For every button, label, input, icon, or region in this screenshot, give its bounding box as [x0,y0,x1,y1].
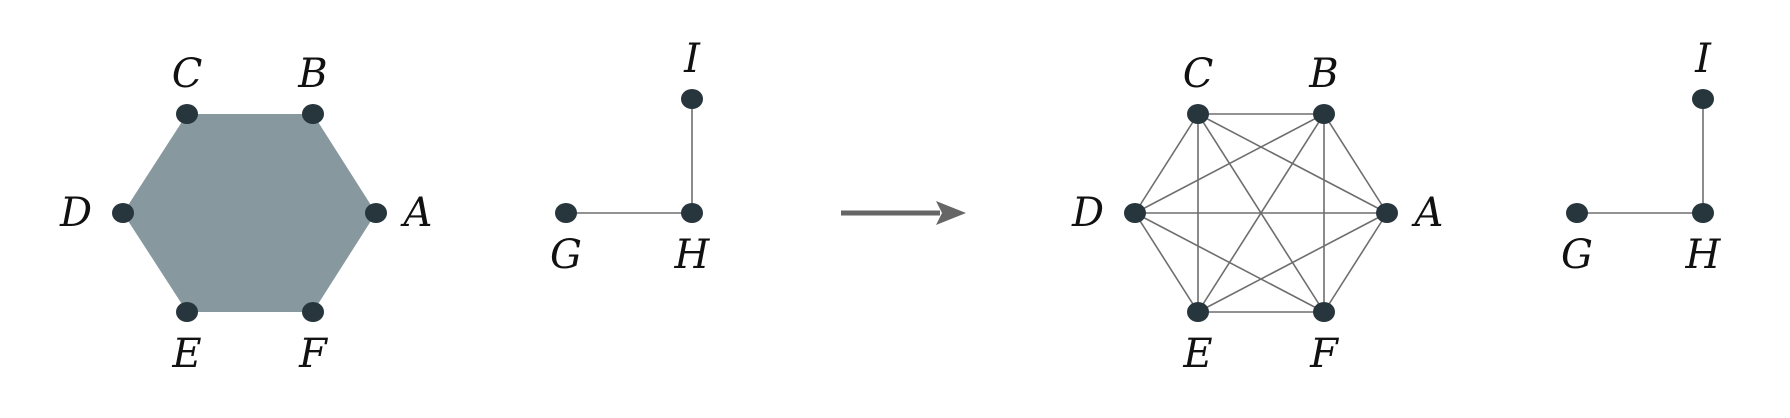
left-path-label-g: G [550,232,582,278]
right-path-vertex-h [1692,203,1714,223]
right-k6-label-f: F [1309,331,1339,377]
left-filled-hexagon-graph: A B C D E F [59,51,432,377]
right-k6-vertex-f [1313,302,1335,322]
left-hex-vertex-f [302,302,324,322]
right-path-vertex-g [1566,203,1588,223]
left-hex-label-f: F [298,331,328,377]
right-path-vertex-i [1692,89,1714,109]
left-path-label-i: I [683,36,701,82]
right-k6-vertex-d [1124,203,1146,223]
left-path-label-h: H [674,232,711,278]
left-hex-vertex-e [176,302,198,322]
right-path-label-h: H [1685,232,1722,278]
right-k6-label-d: D [1071,190,1104,236]
right-k6-edge-ab [1323,113,1388,214]
left-path-vertex-g [555,203,577,223]
right-complete-graph: A B C D E F [1071,51,1443,377]
right-k6-edge-cf [1197,113,1325,313]
left-path-vertex-i [681,89,703,109]
left-hex-label-e: E [171,331,201,377]
right-k6-vertex-e [1187,302,1209,322]
right-k6-vertex-a [1376,203,1398,223]
left-hex-label-b: B [297,51,327,97]
right-k6-edge-cd [1134,113,1199,214]
right-path-label-i: I [1694,36,1712,82]
right-k6-edge-de [1134,212,1199,313]
right-k6-label-a: A [1411,190,1444,236]
right-k6-label-b: B [1308,51,1338,97]
left-path-vertex-h [681,203,703,223]
left-hex-label-d: D [59,190,92,236]
left-hex-label-a: A [400,190,433,236]
right-path-graph: G H I [1561,36,1722,278]
right-k6-edge-df [1134,212,1325,313]
right-k6-edge-af [1323,212,1388,313]
right-k6-label-e: E [1182,331,1212,377]
left-hex-label-c: C [172,51,203,97]
transformation-arrow [841,201,966,225]
right-k6-vertex-c [1187,104,1209,124]
left-hex-vertex-d [112,203,134,223]
right-k6-vertex-b [1313,104,1335,124]
left-path-graph: G H I [550,36,711,278]
right-path-label-g: G [1561,232,1593,278]
left-hex-vertex-b [302,104,324,124]
right-arrow-icon [936,201,966,225]
right-k6-label-c: C [1183,51,1214,97]
left-hexagon-face [123,114,376,312]
left-hex-vertex-c [176,104,198,124]
left-hex-vertex-a [365,203,387,223]
